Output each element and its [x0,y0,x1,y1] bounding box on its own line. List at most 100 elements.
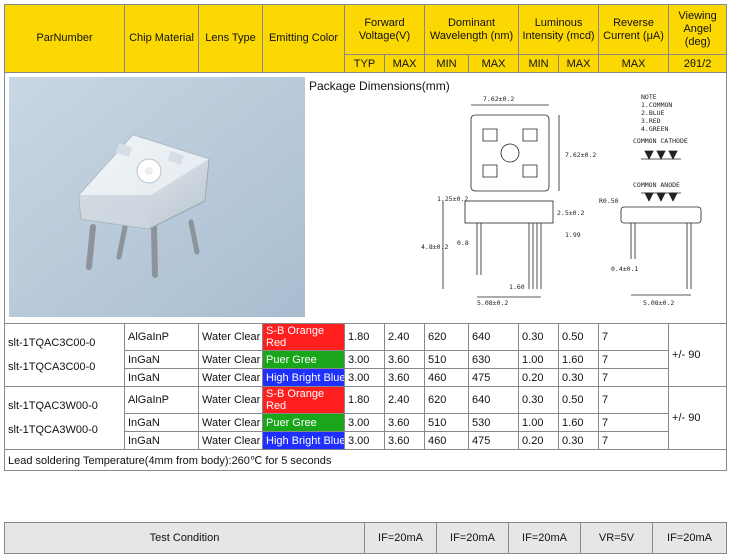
wl-min: 510 [424,413,470,432]
test-condition-value: IF=20mA [364,522,437,554]
header-reverse-current: Reverse Current (μA) [598,4,670,55]
iv-max: 0.30 [558,368,600,387]
wl-min: 460 [424,431,470,450]
emitting-color: Puer Gree [262,413,345,432]
vf-max: 3.60 [383,431,426,450]
dim-hole: 1.25±0.2 [437,195,468,203]
chip-material: InGaN [124,368,199,387]
header-forward-voltage: Forward Voltage(V) [343,4,426,55]
lens-type: Water Clear [198,386,263,414]
vf-max: 3.60 [383,350,426,369]
iv-min: 1.00 [518,350,560,369]
iv-min: 1.00 [518,413,560,432]
iv-min: 0.20 [518,431,560,450]
ir-max: 7 [598,350,670,369]
vf-typ: 3.00 [344,350,385,369]
dim-r: R0.50 [599,197,619,205]
iv-min: 0.30 [518,323,560,351]
led-photo [9,77,305,317]
iv-max: 0.50 [558,323,600,351]
dim-lead2: 0.4±0.1 [611,265,638,273]
ir-max: 7 [598,323,670,351]
wl-max: 640 [468,323,520,351]
subheader-ir-max: MAX [598,54,670,73]
vf-typ: 3.00 [344,368,385,387]
dim-pitch: 5.08±0.2 [477,299,508,307]
wl-min: 510 [424,350,470,369]
iv-max: 0.50 [558,386,600,414]
test-condition-value: IF=20mA [652,522,727,554]
vf-max: 2.40 [383,323,426,351]
package-panel: Package Dimensions(mm) 7.62±0.2 7.62±0.2… [3,72,728,324]
lens-type: Water Clear [198,431,263,450]
subheader-wl-max: MAX [468,54,520,73]
emitting-color: Puer Gree [262,350,345,369]
chip-material: InGaN [124,431,199,450]
subheader-wl-min: MIN [424,54,470,73]
viewing-angle: +/- 90 [668,386,728,450]
dim-160: 1.60 [509,283,525,291]
iv-min: 0.20 [518,368,560,387]
spec-table: ParNumber Chip Material Lens Type Emitti… [3,4,728,471]
ir-max: 7 [598,431,670,450]
note-line: 4.GREEN [641,125,668,133]
test-condition-value: VR=5V [580,522,653,554]
header-part-number: ParNumber [4,4,125,73]
ir-max: 7 [598,413,670,432]
ir-max: 7 [598,368,670,387]
dim-dia: 0.8 [457,239,469,247]
package-drawing: 7.62±0.2 7.62±0.2 1.25±0.2 2.5±0.2 1.99 … [305,89,725,323]
header-chip-material: Chip Material [124,4,199,73]
ir-max: 7 [598,386,670,414]
wl-min: 460 [424,368,470,387]
part-number: slt-1TQAC3W00-0 [8,400,98,412]
subheader-angle: 2θ1/2 [668,54,728,73]
part-number: slt-1TQCA3W00-0 [8,424,98,436]
part-number: slt-1TQCA3C00-0 [8,361,96,373]
lens-type: Water Clear [198,323,263,351]
dim-lead: 2.5±0.2 [557,209,584,217]
dim-height: 7.62±0.2 [565,151,596,159]
emitting-color: S-B Orange Red [262,386,345,414]
wl-min: 620 [424,386,470,414]
part-number: slt-1TQAC3C00-0 [8,337,96,349]
common-anode-label: COMMON ANODE [633,181,680,189]
test-condition-label: Test Condition [4,522,365,554]
cathode-diodes [641,150,681,160]
vf-max: 3.60 [383,413,426,432]
part-number-cell: slt-1TQAC3C00-0 slt-1TQCA3C00-0 [4,323,125,387]
chip-material: InGaN [124,413,199,432]
subheader-iv-max: MAX [558,54,600,73]
viewing-angle: +/- 90 [668,323,728,387]
subheader-vf-typ: TYP [344,54,385,73]
iv-max: 1.60 [558,413,600,432]
header-dominant-wavelength: Dominant Wavelength (nm) [424,4,520,55]
iv-max: 1.60 [558,350,600,369]
dim-pitch2: 5.08±0.2 [643,299,674,307]
iv-min: 0.30 [518,386,560,414]
note-title: NOTE [641,93,657,101]
wl-max: 630 [468,350,520,369]
common-cathode-label: COMMON CATHODE [633,137,688,145]
part-number-cell: slt-1TQAC3W00-0 slt-1TQCA3W00-0 [4,386,125,450]
note-line: 1.COMMON [641,101,672,109]
dim-width: 7.62±0.2 [483,95,514,103]
wl-min: 620 [424,323,470,351]
dim-199: 1.99 [565,231,581,239]
emitting-color: High Bright Blue [262,431,345,450]
vf-typ: 3.00 [344,413,385,432]
header-emitting-color: Emitting Color [262,4,345,73]
subheader-vf-max: MAX [383,54,426,73]
wl-max: 530 [468,413,520,432]
subheader-iv-min: MIN [518,54,560,73]
header-lens-type: Lens Type [198,4,263,73]
vf-typ: 3.00 [344,431,385,450]
vf-max: 2.40 [383,386,426,414]
test-condition-value: IF=20mA [508,522,581,554]
anode-diodes [641,192,681,202]
vf-typ: 1.80 [344,386,385,414]
lens-type: Water Clear [198,368,263,387]
chip-material: InGaN [124,350,199,369]
header-viewing-angle: Viewing Angel (deg) [668,4,728,55]
lens-type: Water Clear [198,350,263,369]
